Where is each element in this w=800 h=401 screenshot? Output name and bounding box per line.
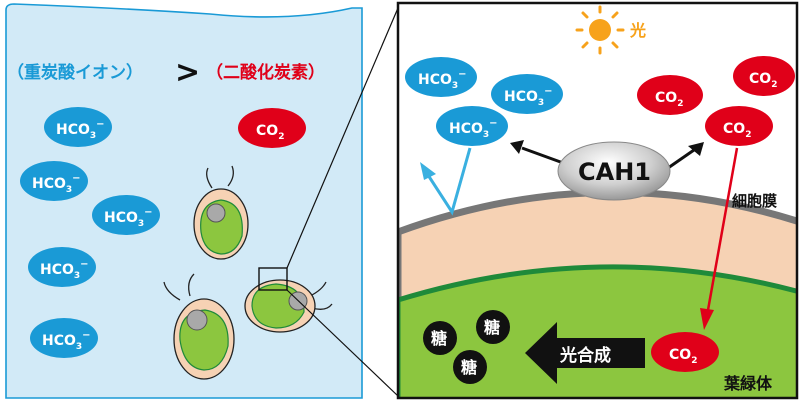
hco3-molecule: HCO3−: [92, 195, 160, 235]
co2-molecule: CO2: [705, 106, 773, 146]
zoom-line-top: [286, 7, 399, 269]
algae-cell: [163, 273, 235, 380]
zoom-line-bottom: [286, 289, 399, 397]
membrane-label: 細胞膜: [732, 192, 777, 210]
co2-label: （二酸化炭素）: [206, 62, 325, 83]
svg-text:HCO3−: HCO3−: [418, 69, 467, 91]
photosynthesis-arrow: 光合成: [525, 322, 645, 384]
cah1-label: CAH1: [578, 158, 651, 186]
svg-text:HCO3−: HCO3−: [449, 118, 498, 140]
chloroplast-label: 葉緑体: [723, 374, 773, 393]
hco3-molecule: HCO3−: [20, 161, 88, 201]
svg-text:CO2: CO2: [749, 71, 777, 90]
photosynthesis-label: 光合成: [559, 345, 611, 366]
svg-text:HCO3−: HCO3−: [42, 330, 91, 352]
hco3-molecule: HCO3−: [30, 318, 98, 358]
sugar-molecule: 糖: [476, 310, 510, 344]
sun-icon: [575, 5, 625, 55]
co2-molecule: CO2: [637, 75, 703, 115]
svg-text:HCO3−: HCO3−: [504, 86, 553, 108]
svg-text:CO2: CO2: [669, 347, 697, 366]
conversion-arrow-right: [667, 142, 704, 170]
co2-molecule: CO2: [733, 56, 795, 96]
svg-text:糖: 糖: [484, 318, 500, 337]
hco3-molecule: HCO3−: [405, 57, 477, 97]
svg-text:CO2: CO2: [256, 123, 284, 142]
svg-text:HCO3−: HCO3−: [40, 259, 89, 281]
svg-text:CO2: CO2: [723, 121, 751, 140]
sugar-molecule: 糖: [453, 350, 487, 384]
hco3-molecule: HCO3−: [28, 247, 96, 287]
svg-text:CO2: CO2: [655, 90, 683, 109]
svg-text:HCO3−: HCO3−: [32, 173, 81, 195]
hco3-molecule: HCO3−: [491, 74, 563, 114]
svg-text:HCO3−: HCO3−: [104, 207, 153, 229]
co2-diffusion-arrow: [700, 147, 739, 330]
light-label: 光: [629, 21, 646, 40]
right-panel: 光 HCO3− HCO3− HCO3− CO2 CO2 CO2: [396, 1, 799, 400]
svg-text:HCO3−: HCO3−: [56, 119, 105, 141]
hco3-molecule: HCO3−: [436, 106, 508, 146]
algae-cell: [193, 165, 249, 260]
svg-text:糖: 糖: [431, 329, 447, 348]
conversion-arrow-left: [510, 140, 567, 166]
left-panel: （重炭酸イオン） > （二酸化炭素） HCO3− HCO3− HCO3− HCO…: [5, 3, 363, 399]
comparison-symbol: >: [175, 55, 200, 90]
zoom-frame: [396, 1, 799, 400]
co2-molecule: CO2: [238, 108, 306, 148]
hco3-molecule: HCO3−: [44, 107, 112, 147]
co2-molecule-chloroplast: CO2: [651, 332, 719, 372]
cah1-enzyme: CAH1: [557, 141, 671, 201]
algae-cell: [244, 279, 333, 333]
zoom-box: [258, 267, 288, 291]
bounce-arrow: [420, 147, 472, 216]
svg-text:糖: 糖: [461, 358, 477, 377]
bicarbonate-label: （重炭酸イオン）: [7, 62, 143, 83]
sugar-molecule: 糖: [423, 321, 457, 355]
